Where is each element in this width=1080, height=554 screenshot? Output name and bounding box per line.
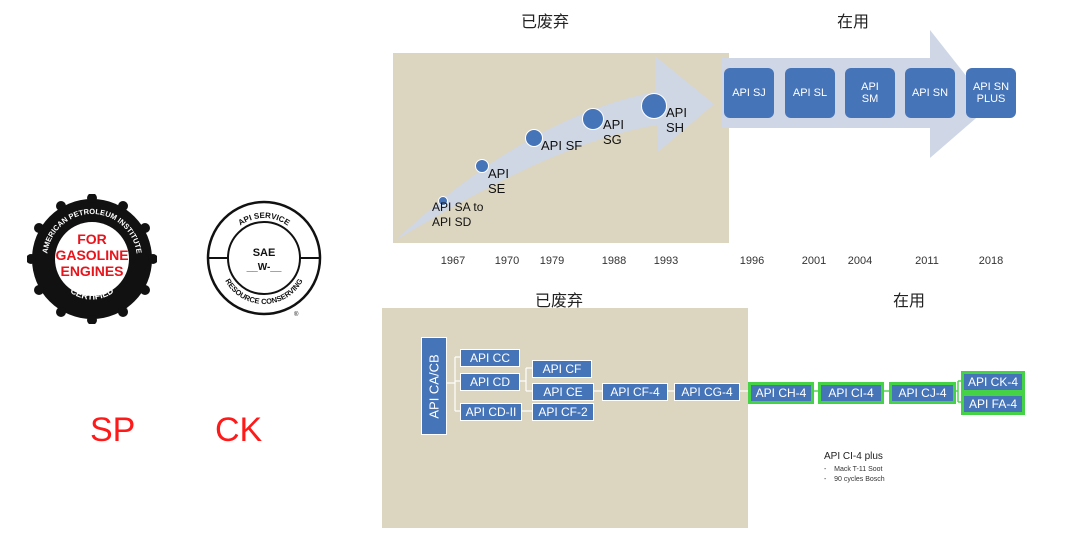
label-api-sh: API SH bbox=[666, 105, 687, 135]
box-api-sm: API SM bbox=[845, 68, 895, 118]
deprecated-growth-arrow bbox=[396, 56, 714, 240]
box-api-cf-4: API CF-4 bbox=[602, 383, 668, 401]
box-api-cd: API CD bbox=[460, 373, 520, 391]
year-2018: 2018 bbox=[978, 255, 1004, 267]
gasoline-deprecated-heading: 已废弃 bbox=[520, 14, 569, 31]
label-api-se: API SE bbox=[488, 166, 509, 196]
year-2004: 2004 bbox=[847, 255, 873, 267]
label-api-sf: API SF bbox=[541, 138, 583, 153]
logo-certified-text: CERTIFIED bbox=[69, 285, 116, 302]
label-ck: CK bbox=[215, 411, 263, 449]
year-1993: 1993 bbox=[653, 255, 679, 267]
logo-for-text: FOR bbox=[77, 231, 107, 247]
dot-api-sg bbox=[582, 108, 604, 130]
box-api-sj: API SJ bbox=[724, 68, 774, 118]
label-api-sa-sd: API SA to API SD bbox=[432, 200, 484, 229]
api-ci-4-plus-title: API CI-4 plus bbox=[824, 451, 883, 462]
box-api-cd-ii: API CD-II bbox=[460, 403, 522, 421]
box-api-cf-2: API CF-2 bbox=[532, 403, 594, 421]
year-2001: 2001 bbox=[801, 255, 827, 267]
box-api-ch-4: API CH-4 bbox=[749, 383, 813, 403]
dot-api-sh bbox=[641, 93, 667, 119]
box-api-cf: API CF bbox=[532, 360, 592, 378]
year-2011: 2011 bbox=[915, 255, 939, 267]
box-api-sl: API SL bbox=[785, 68, 835, 118]
gasoline-in-use-heading: 在用 bbox=[836, 14, 869, 31]
year-1979: 1979 bbox=[539, 255, 565, 267]
box-api-cc: API CC bbox=[460, 349, 520, 367]
box-api-ca-cb: API CA/CB bbox=[421, 337, 447, 435]
api-gasoline-certified-logo: AMERICAN PETROLEUM INSTITUTE FOR GASOLIN… bbox=[27, 194, 157, 324]
logo-engines-text: ENGINES bbox=[60, 263, 123, 279]
box-api-ca-cb-label: API CA/CB bbox=[426, 353, 442, 419]
box-api-cj-4: API CJ-4 bbox=[890, 383, 955, 403]
note-item-bosch: - 90 cycles Bosch bbox=[824, 476, 885, 483]
note-item-mack: - Mack T-11 Soot bbox=[824, 466, 883, 473]
diesel-in-use-heading: 在用 bbox=[892, 293, 925, 310]
label-api-sg: API SG bbox=[603, 117, 624, 147]
year-1996: 1996 bbox=[739, 255, 765, 267]
dot-api-sf bbox=[525, 129, 543, 147]
box-api-ck-4: API CK-4 bbox=[962, 372, 1024, 392]
year-1970: 1970 bbox=[494, 255, 520, 267]
donut-registered-mark: ® bbox=[294, 311, 299, 318]
box-api-ce: API CE bbox=[532, 383, 594, 401]
box-api-sn-plus: API SN PLUS bbox=[966, 68, 1016, 118]
box-api-ci-4: API CI-4 bbox=[819, 383, 883, 403]
api-service-donut-logo: API SERVICE SAE __W-__ RESOURCE CONSERVI… bbox=[206, 200, 322, 318]
label-sp: SP bbox=[90, 411, 136, 449]
year-1988: 1988 bbox=[601, 255, 627, 267]
box-api-cg-4: API CG-4 bbox=[674, 383, 740, 401]
donut-sae-text: SAE bbox=[253, 247, 276, 259]
box-api-sn: API SN bbox=[905, 68, 955, 118]
diesel-deprecated-heading: 已废弃 bbox=[534, 293, 583, 310]
dot-api-sa-sd bbox=[438, 196, 448, 206]
year-1967: 1967 bbox=[440, 255, 466, 267]
logo-registered-mark: ® bbox=[123, 307, 128, 314]
donut-viscosity-text: __W-__ bbox=[246, 262, 282, 273]
logo-gasoline-text: GASOLINE bbox=[55, 247, 128, 263]
dot-api-se bbox=[475, 159, 489, 173]
box-api-fa-4: API FA-4 bbox=[962, 394, 1024, 414]
